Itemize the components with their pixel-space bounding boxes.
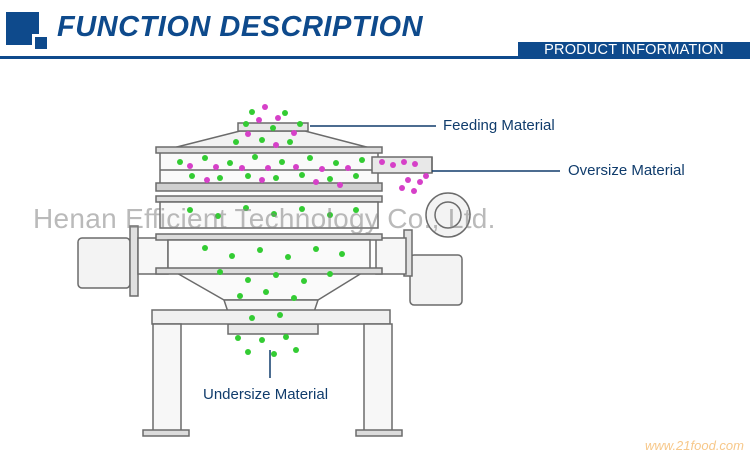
logo-squares-icon (6, 12, 47, 49)
page-title: FUNCTION DESCRIPTION (57, 11, 424, 43)
undersize-material-label: Undersize Material (203, 386, 329, 403)
undersize-particles (187, 205, 359, 357)
feeding-material-label: Feeding Material (443, 117, 555, 134)
oversize-material-label: Oversize Material (568, 162, 685, 179)
feed-particles (177, 104, 365, 188)
site-watermark: www.21food.com (645, 438, 744, 453)
company-watermark: Henan Efficient Technology Co., Ltd. (33, 203, 496, 234)
oversize-particles (379, 159, 429, 194)
header-rule (0, 56, 750, 59)
product-information-tab: PRODUCT INFORMATION (518, 42, 750, 58)
